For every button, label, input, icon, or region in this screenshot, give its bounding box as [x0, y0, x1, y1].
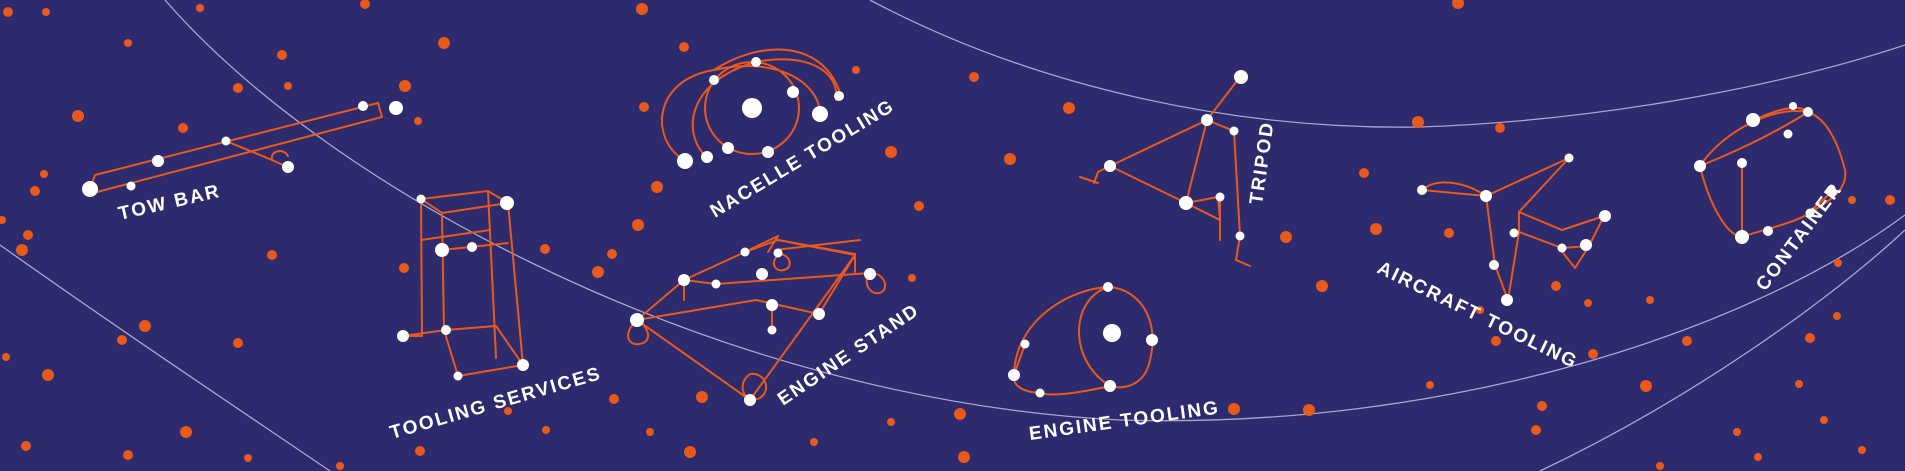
tow-bar-constellation [89, 102, 383, 193]
orbit-arc [164, 0, 1905, 422]
orbit-arc [1539, 229, 1905, 471]
constellation-lines [89, 48, 1847, 401]
label-tooling-services: TOOLING SERVICES [388, 363, 605, 444]
orbit-arc [0, 244, 331, 471]
engine-stand-constellation [627, 235, 886, 401]
engine-tooling-constellation [1012, 286, 1154, 396]
label-tripod: TRIPOD [1246, 120, 1278, 206]
tooling-services-constellation [402, 190, 524, 377]
label-container: CONTAINER [1752, 179, 1847, 295]
orbit-arc [869, 0, 1905, 128]
tripod-constellation [1079, 76, 1251, 267]
label-engine-tooling: ENGINE TOOLING [1028, 397, 1221, 445]
label-aircraft-tooling: AIRCRAFT TOOLING [1374, 258, 1581, 374]
label-engine-stand: ENGINE STAND [774, 300, 924, 410]
stars [82, 57, 1837, 406]
label-nacelle-tooling: NACELLE TOOLING [707, 95, 899, 222]
